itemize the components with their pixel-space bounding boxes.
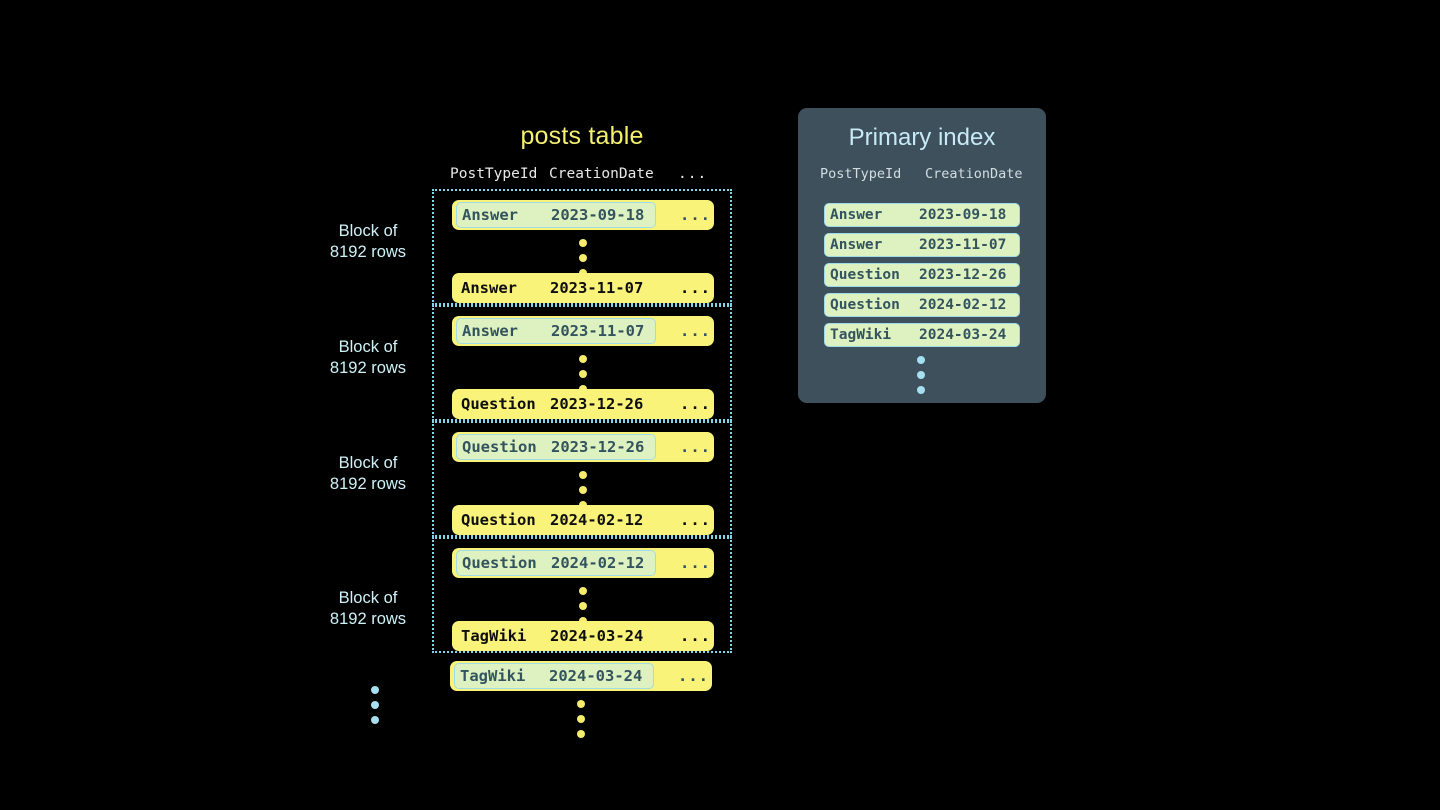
index-ellipsis-dots <box>917 356 927 401</box>
column-header-creationdate: CreationDate <box>925 166 1023 182</box>
cell-posttypeid: Answer <box>461 279 517 297</box>
cell-more: ... <box>680 395 711 413</box>
table-row: Question 2023-12-26 ... <box>452 432 714 462</box>
cell-more: ... <box>680 322 711 340</box>
primary-index-column-headers: PostTypeId CreationDate <box>820 166 1030 186</box>
cell-more: ... <box>680 279 711 297</box>
block-label: Block of 8192 rows <box>306 337 430 379</box>
block-label: Block of 8192 rows <box>306 453 430 495</box>
block-label-line1: Block of <box>338 454 398 472</box>
posts-table-title: posts table <box>520 122 644 150</box>
cell-more: ... <box>678 667 709 685</box>
block-label-line2: 8192 rows <box>329 359 407 377</box>
cell-creationdate: 2023-12-26 <box>551 438 645 456</box>
index-entry-highlight-box <box>456 550 656 576</box>
block-label-line2: 8192 rows <box>329 243 407 261</box>
cell-creationdate: 2023-12-26 <box>919 267 1007 283</box>
cell-creationdate: 2024-02-12 <box>551 554 645 572</box>
block-label: Block of 8192 rows <box>306 588 430 630</box>
index-entry-row: Answer 2023-09-18 <box>824 203 1020 227</box>
table-ellipsis-dots <box>577 700 587 745</box>
cell-more: ... <box>680 511 711 529</box>
posts-table-column-headers: PostTypeId CreationDate ... <box>450 166 714 186</box>
table-row-trailing: TagWiki 2024-03-24 ... <box>450 661 712 691</box>
cell-posttypeid: Question <box>461 511 536 529</box>
cell-more: ... <box>680 627 711 645</box>
cell-creationdate: 2024-03-24 <box>549 667 643 685</box>
index-entry-row: Answer 2023-11-07 <box>824 233 1020 257</box>
block-label-line2: 8192 rows <box>329 610 407 628</box>
table-block-2: Answer 2023-11-07 ... Question 2023-12-2… <box>330 305 732 421</box>
cell-creationdate: 2023-11-07 <box>551 322 645 340</box>
cell-more: ... <box>680 206 711 224</box>
cell-posttypeid: Question <box>462 438 537 456</box>
cell-posttypeid: Question <box>830 267 900 283</box>
table-row: Answer 2023-11-07 ... <box>452 316 714 346</box>
cell-posttypeid: Answer <box>462 322 518 340</box>
index-entry-row: Question 2023-12-26 <box>824 263 1020 287</box>
cell-posttypeid: Question <box>462 554 537 572</box>
index-entry-highlight-box <box>454 663 654 689</box>
cell-posttypeid: Answer <box>830 207 883 223</box>
cell-posttypeid: Answer <box>462 206 518 224</box>
table-row: Answer 2023-09-18 ... <box>452 200 714 230</box>
block-label-line1: Block of <box>338 222 398 240</box>
cell-posttypeid: Answer <box>830 237 883 253</box>
table-row: Question 2024-02-12 ... <box>452 548 714 578</box>
cell-creationdate: 2023-11-07 <box>550 279 644 297</box>
table-block-4: Question 2024-02-12 ... TagWiki 2024-03-… <box>330 537 732 653</box>
cell-creationdate: 2023-09-18 <box>551 206 645 224</box>
cell-posttypeid: Question <box>830 297 900 313</box>
index-entry-highlight-box <box>456 434 656 460</box>
table-row: Question 2024-02-12 ... <box>452 505 714 535</box>
cell-creationdate: 2024-02-12 <box>919 297 1007 313</box>
cell-more: ... <box>680 438 711 456</box>
column-header-posttypeid: PostTypeId <box>820 166 902 182</box>
cell-posttypeid: TagWiki <box>830 327 892 343</box>
blocks-ellipsis-dots <box>371 686 381 731</box>
index-entry-row: Question 2024-02-12 <box>824 293 1020 317</box>
cell-posttypeid: TagWiki <box>461 627 527 645</box>
index-entry-highlight-box <box>456 202 656 228</box>
cell-posttypeid: TagWiki <box>460 667 526 685</box>
block-label-line1: Block of <box>338 338 398 356</box>
table-row: TagWiki 2024-03-24 ... <box>452 621 714 651</box>
cell-more: ... <box>680 554 711 572</box>
table-row: Question 2023-12-26 ... <box>452 389 714 419</box>
cell-posttypeid: Question <box>461 395 536 413</box>
cell-creationdate: 2023-11-07 <box>919 237 1007 253</box>
cell-creationdate: 2023-09-18 <box>919 207 1007 223</box>
index-entry-row: TagWiki 2024-03-24 <box>824 323 1020 347</box>
column-header-creationdate: CreationDate <box>549 166 654 182</box>
index-entry-highlight-box <box>456 318 656 344</box>
primary-index-title: Primary index <box>848 124 996 151</box>
column-header-more: ... <box>678 166 708 182</box>
primary-index-panel: Primary index PostTypeId CreationDate An… <box>798 108 1046 403</box>
cell-creationdate: 2024-03-24 <box>919 327 1007 343</box>
cell-creationdate: 2023-12-26 <box>550 395 644 413</box>
cell-creationdate: 2024-02-12 <box>550 511 644 529</box>
block-label-line1: Block of <box>338 589 398 607</box>
table-row: Answer 2023-11-07 ... <box>452 273 714 303</box>
block-label: Block of 8192 rows <box>306 221 430 263</box>
block-label-line2: 8192 rows <box>329 475 407 493</box>
cell-creationdate: 2024-03-24 <box>550 627 644 645</box>
column-header-posttypeid: PostTypeId <box>450 166 538 182</box>
table-block-1: Answer 2023-09-18 ... Answer 2023-11-07 … <box>330 189 732 305</box>
table-block-3: Question 2023-12-26 ... Question 2024-02… <box>330 421 732 537</box>
